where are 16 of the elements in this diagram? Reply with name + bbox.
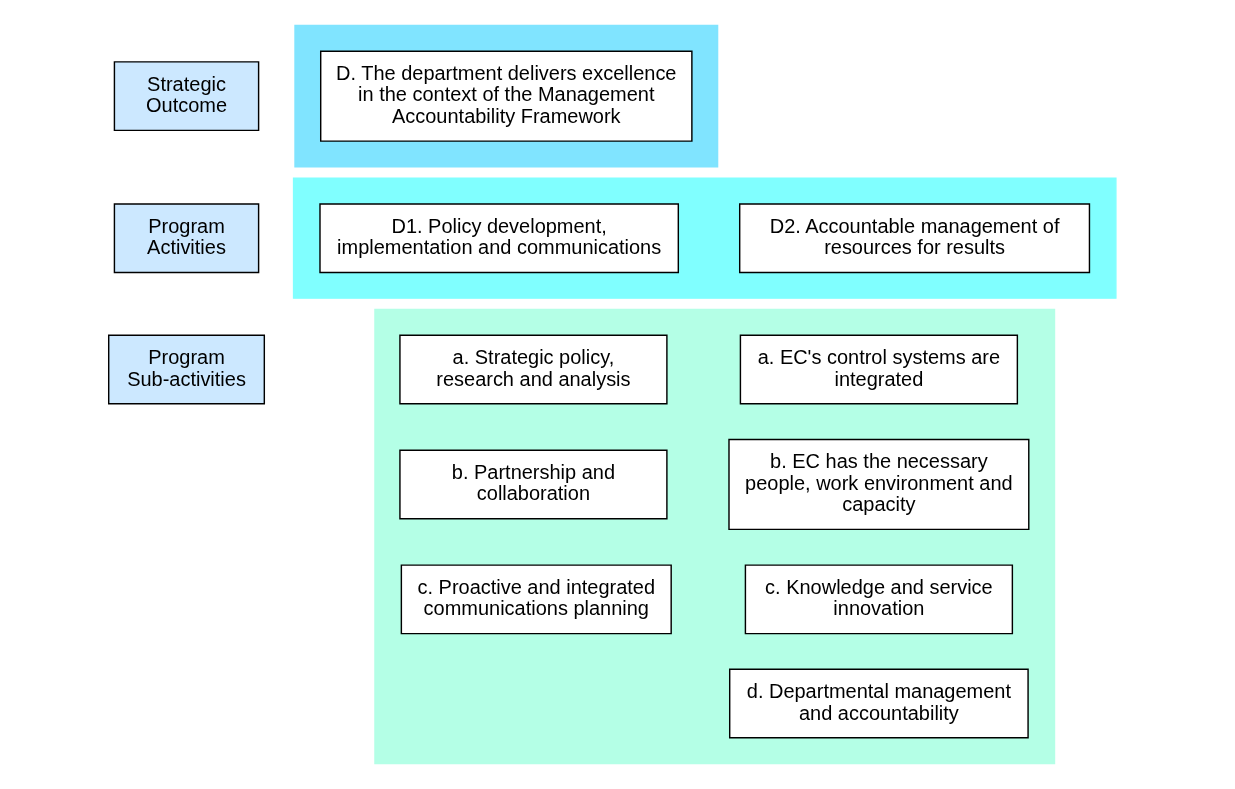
- node-box: D1. Policy development, implementation and communications: [318, 203, 679, 274]
- cluster: [293, 24, 718, 168]
- cluster: [373, 308, 1055, 765]
- node-box: b. Partnership and collaboration: [398, 449, 668, 520]
- node-box: Program Sub-activities: [107, 334, 265, 405]
- node-box: D. The department delivers excellence in the context of the Management Accountability Framework: [319, 50, 693, 142]
- node-box: a. Strategic policy, research and analysis: [398, 334, 668, 405]
- node-box: c. Knowledge and service innovation: [744, 564, 1013, 635]
- node-box: b. EC has the necessary people, work environment and capacity: [727, 438, 1029, 531]
- node-box: d. Departmental management and accountability: [728, 668, 1029, 739]
- node-box: c. Proactive and integrated communications planning: [400, 564, 672, 635]
- cluster: [292, 177, 1117, 299]
- node-box: Program Activities: [113, 203, 259, 274]
- node-box: D2. Accountable management of resources for results: [738, 203, 1090, 274]
- node-box: Strategic Outcome: [113, 61, 259, 132]
- node-box: a. EC's control systems are integrated: [739, 334, 1018, 405]
